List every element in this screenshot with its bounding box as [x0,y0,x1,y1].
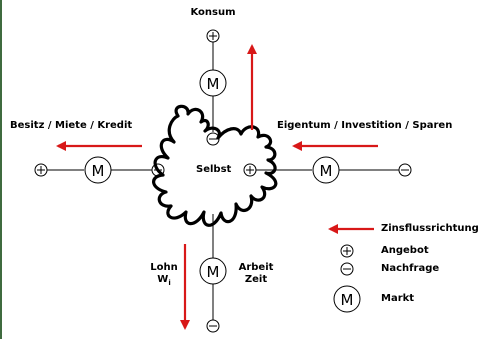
left-branch: M [34,156,165,184]
market-symbol-top: M [207,75,220,93]
legend: M [328,224,374,313]
right-branch: M [243,156,412,184]
label-left-possession: Besitz / Miete / Kredit [10,120,133,131]
bottom-branch: M [199,214,227,333]
label-right-property: Eigentum / Investition / Sparen [277,120,453,131]
market-circle-icon: M [312,156,340,184]
legend-arrow-label: Zinsflussrichtung [381,223,479,234]
circled-plus-icon [34,163,48,177]
label-work-line1: Arbeit [238,262,274,273]
legend-plus-icon [340,244,354,258]
market-circle-icon: M [199,257,227,285]
top-branch: M [199,29,227,146]
legend-supply-label: Angebot [381,245,429,256]
legend-market-label: Markt [381,293,415,304]
side-edge-bar [0,0,2,339]
market-circle-icon: M [199,69,227,97]
legend-market-symbol: M [341,291,354,309]
circled-minus-icon [206,132,220,146]
market-circle-icon: M [84,156,112,184]
circled-minus-icon [206,319,220,333]
legend-minus-icon [340,262,354,276]
label-wage-line2: Wi [149,274,179,289]
legend-market-icon: M [333,285,361,313]
market-symbol-right: M [320,162,333,180]
label-wage-subscript: i [168,279,171,287]
circled-minus-icon [398,163,412,177]
market-symbol-left: M [92,162,105,180]
market-symbol-bottom: M [207,263,220,281]
circled-plus-icon [206,29,220,43]
label-wage: Lohn Wi [149,262,179,289]
label-self: Selbst [196,164,232,175]
circled-plus-icon [243,163,257,177]
label-consumption: Konsum [190,7,236,18]
blob-shape-icon [152,104,278,227]
legend-demand-label: Nachfrage [381,263,440,274]
label-wage-symbol: W [157,274,169,285]
label-wage-line1: Lohn [150,262,178,273]
label-work-line2: Zeit [244,274,268,285]
label-work: Arbeit Zeit [233,262,279,286]
